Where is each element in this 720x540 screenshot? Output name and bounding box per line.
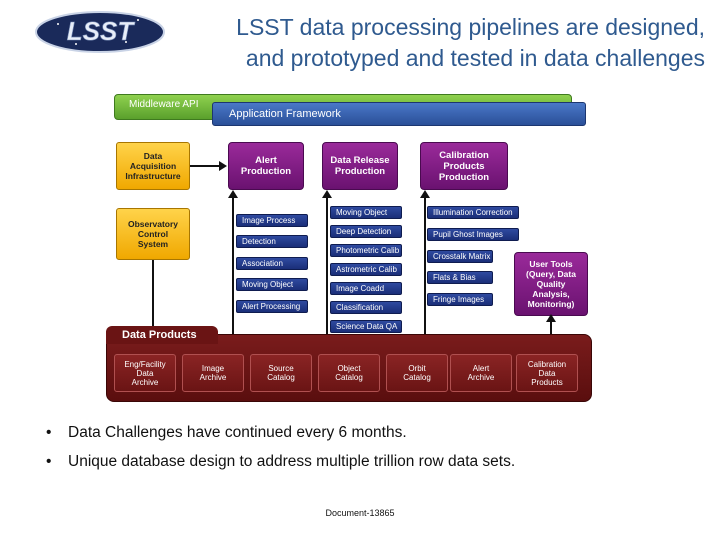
alert-production-box: Alert Production <box>228 142 304 190</box>
stage-astrometric-calib: Astrometric Calib <box>330 263 402 276</box>
connector-cal-pipeline <box>424 192 426 354</box>
dp-orbit-line-1: Orbit <box>408 364 426 373</box>
observatory-control-line-2: Control <box>137 229 169 239</box>
data-acquisition-line-2: Acquisition <box>129 161 177 171</box>
data-acquisition-line-1: Data <box>143 151 163 161</box>
dp-image-archive: Image Archive <box>182 354 244 392</box>
lsst-logo: LSST <box>30 6 165 56</box>
dp-object-line-1: Object <box>337 364 361 373</box>
arrow-up-drp <box>322 190 332 198</box>
dp-source-catalog: Source Catalog <box>250 354 312 392</box>
dp-alert-line-1: Alert <box>472 364 490 373</box>
page-title: LSST data processing pipelines are desig… <box>175 12 705 74</box>
stage-crosstalk-matrix: Crosstalk Matrix <box>427 250 493 263</box>
user-tools-line-4: Analysis, <box>532 289 570 299</box>
arrow-up-cal <box>420 190 430 198</box>
bullet-item-2: Unique database design to address multip… <box>40 447 700 476</box>
alert-production-line-1: Alert <box>255 155 277 166</box>
application-framework-bar: Application Framework <box>212 102 586 126</box>
user-tools-line-5: Monitoring) <box>527 299 575 309</box>
observatory-control-line-1: Observatory <box>127 219 179 229</box>
observatory-control-line-3: System <box>137 239 169 249</box>
stage-alert-processing: Alert Processing <box>236 300 308 313</box>
connector-drp-pipeline <box>326 192 328 354</box>
stage-science-data-qa: Science Data QA <box>330 320 402 333</box>
connector-alert-pipeline <box>232 192 234 354</box>
stage-fringe-images: Fringe Images <box>427 293 493 306</box>
data-release-line-1: Data Release <box>330 155 390 166</box>
arrow-up-usertools <box>546 314 556 322</box>
dp-calibration-line-3: Products <box>531 377 563 387</box>
data-release-production-box: Data Release Production <box>322 142 398 190</box>
stage-classification: Classification <box>330 301 402 314</box>
title-line-1: LSST data processing pipelines are desig… <box>236 14 705 40</box>
user-tools-line-3: Quality <box>536 279 566 289</box>
calibration-line-3: Production <box>438 171 490 183</box>
data-release-line-2: Production <box>334 166 386 177</box>
stage-image-process: Image Process <box>236 214 308 227</box>
arrow-up-alert <box>228 190 238 198</box>
observatory-control-box: Observatory Control System <box>116 208 190 260</box>
title-line-2: and prototyped and tested in data challe… <box>245 45 705 71</box>
stage-deep-detection: Deep Detection <box>330 225 402 238</box>
dp-alert-archive: Alert Archive <box>450 354 512 392</box>
document-id: Document-13865 <box>325 508 395 518</box>
connector-acq-alert <box>190 165 220 167</box>
dp-object-line-2: Catalog <box>335 373 363 382</box>
user-tools-line-2: (Query, Data <box>526 269 576 279</box>
data-acquisition-line-3: Infrastructure <box>125 171 181 181</box>
logo-text: LSST <box>67 16 136 46</box>
bullet-item-1: Data Challenges have continued every 6 m… <box>40 418 700 447</box>
stage-photometric-calib: Photometric Calib <box>330 244 402 257</box>
stage-moving-object-alert: Moving Object <box>236 278 308 291</box>
stage-illumination-correction: Illumination Correction <box>427 206 519 219</box>
dp-eng-line-1: Eng/Facility <box>124 359 166 369</box>
dp-source-line-1: Source <box>268 364 294 373</box>
dp-eng-line-2: Data <box>136 368 154 378</box>
dp-source-line-2: Catalog <box>267 373 295 382</box>
stage-image-coadd: Image Coadd <box>330 282 402 295</box>
calibration-line-2: Products <box>443 160 485 172</box>
user-tools-box: User Tools (Query, Data Quality Analysis… <box>514 252 588 316</box>
arrow-right-acq-alert <box>219 161 227 171</box>
alert-production-line-2: Production <box>240 166 292 177</box>
dp-orbit-catalog: Orbit Catalog <box>386 354 448 392</box>
dp-eng-line-3: Archive <box>131 377 159 387</box>
bullet-list: Data Challenges have continued every 6 m… <box>40 418 700 476</box>
dp-alert-line-2: Archive <box>467 373 495 382</box>
stage-flats-bias: Flats & Bias <box>427 271 493 284</box>
data-acquisition-box: Data Acquisition Infrastructure <box>116 142 190 190</box>
data-products-title: Data Products <box>106 326 218 344</box>
dp-orbit-line-2: Catalog <box>403 373 431 382</box>
calibration-line-1: Calibration <box>439 149 489 161</box>
calibration-production-box: Calibration Products Production <box>420 142 508 190</box>
user-tools-line-1: User Tools <box>529 259 573 269</box>
dp-calibration-data-products: Calibration Data Products <box>516 354 578 392</box>
dp-image-line-2: Archive <box>199 373 227 382</box>
stage-association: Association <box>236 257 308 270</box>
stage-moving-object-drp: Moving Object <box>330 206 402 219</box>
dp-calibration-line-1: Calibration <box>527 359 567 369</box>
stage-pupil-ghost-images: Pupil Ghost Images <box>427 228 519 241</box>
dp-eng-facility-archive: Eng/Facility Data Archive <box>114 354 176 392</box>
dp-calibration-line-2: Data <box>538 368 556 378</box>
connector-ocs-dp <box>152 260 154 328</box>
dp-object-catalog: Object Catalog <box>318 354 380 392</box>
pipeline-diagram: Middleware API Application Framework Dat… <box>100 88 600 408</box>
stage-detection: Detection <box>236 235 308 248</box>
dp-image-line-1: Image <box>201 364 225 373</box>
